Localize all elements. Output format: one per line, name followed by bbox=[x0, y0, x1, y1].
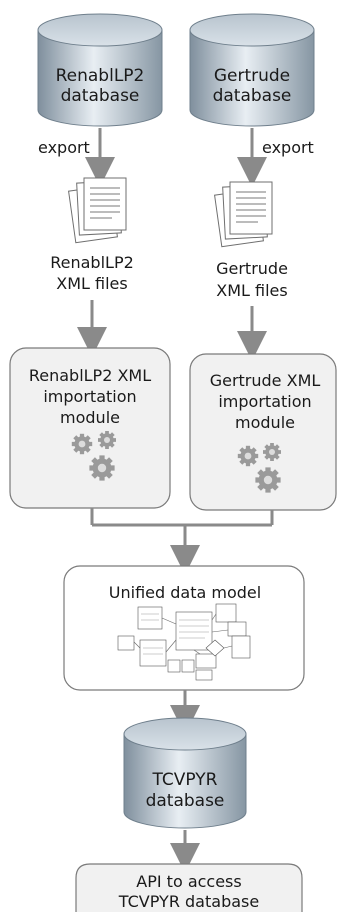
renabilp2-module-label-1: RenablLP2 XML bbox=[29, 366, 151, 385]
renabilp2-files-label-2: XML files bbox=[56, 274, 127, 293]
api-label-2: TCVPYR database bbox=[118, 892, 259, 911]
unified-data-model-box: Unified data model bbox=[63, 565, 305, 691]
export-label-left: export bbox=[38, 138, 90, 157]
database-cylinder-icon bbox=[189, 13, 315, 127]
gertrude-module-label-3: module bbox=[235, 413, 295, 432]
renabilp2-module-label-3: module bbox=[60, 408, 120, 427]
renabilp2-files-label-1: RenablLP2 bbox=[50, 253, 134, 272]
database-cylinder-icon bbox=[123, 717, 247, 829]
gertrude-database: Gertrude database bbox=[189, 13, 315, 127]
gertrude-importation-module: Gertrude XML importation module bbox=[189, 353, 337, 511]
document-stack-icon bbox=[214, 181, 273, 248]
tcvpyr-database: TCVPYR database bbox=[123, 717, 247, 829]
export-label-right: export bbox=[262, 138, 314, 157]
uml-diagram-thumbnail bbox=[117, 603, 251, 681]
api-box: API to access TCVPYR database bbox=[75, 863, 303, 912]
gertrude-files-label-2: XML files bbox=[216, 281, 287, 300]
gertrude-module-label-1: Gertrude XML bbox=[210, 371, 321, 390]
renabilp2-module-label-2: importation bbox=[43, 387, 136, 406]
tcvpyr-db-label-2: database bbox=[146, 791, 225, 811]
renabilp2-db-label-1: RenablLP2 bbox=[56, 66, 145, 86]
unified-data-model-title: Unified data model bbox=[109, 583, 261, 602]
gertrude-module-label-2: importation bbox=[218, 392, 311, 411]
renabilp2-importation-module: RenablLP2 XML importation module bbox=[9, 347, 171, 509]
gertrude-db-label-2: database bbox=[213, 86, 292, 106]
renabilp2-database: RenablLP2 database bbox=[37, 13, 163, 127]
renabilp2-db-label-2: database bbox=[61, 86, 140, 106]
database-cylinder-icon bbox=[37, 13, 163, 127]
api-label-1: API to access bbox=[136, 872, 241, 891]
tcvpyr-db-label-1: TCVPYR bbox=[152, 770, 218, 790]
merge-connector bbox=[90, 508, 274, 575]
gertrude-db-label-1: Gertrude bbox=[214, 66, 290, 86]
gertrude-files-label-1: Gertrude bbox=[216, 259, 288, 278]
document-stack-icon bbox=[68, 177, 127, 244]
